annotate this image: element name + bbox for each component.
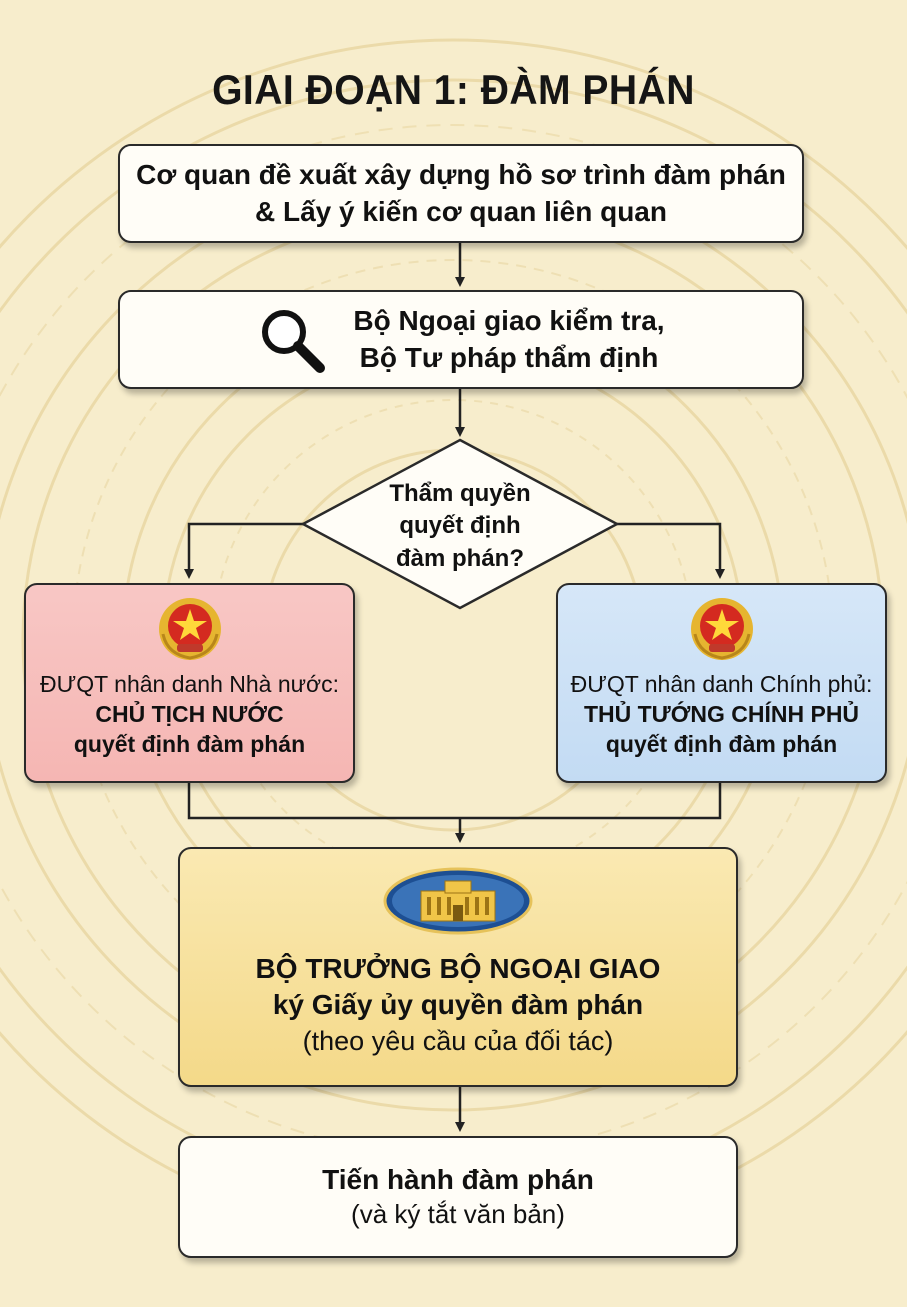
step-negotiate-line1: Tiến hành đàm phán: [322, 1163, 594, 1195]
branch-state-line2: CHỦ TỊCH NƯỚC: [95, 701, 284, 728]
decision-label: Thẩm quyền quyết định đàm phán?: [360, 478, 560, 575]
branch-government-line1: ĐƯQT nhân danh Chính phủ:: [570, 671, 873, 698]
step-review-line1: Bộ Ngoại giao kiểm tra,: [353, 305, 665, 337]
step-negotiate-line2: (và ký tắt văn bản): [351, 1199, 565, 1230]
ministry-building-icon: [383, 867, 533, 935]
decision-line1: Thẩm quyền: [389, 480, 531, 507]
branch-government-line3: quyết định đàm phán: [605, 730, 838, 757]
decision-line3: đàm phán?: [395, 544, 524, 572]
branch-state-line1: ĐƯQT nhân danh Nhà nước:: [39, 671, 340, 698]
step-propose-line1: Cơ quan đề xuất xây dựng hồ sơ trình đàm…: [136, 159, 786, 191]
branch-government-line2: THỦ TƯỚNG CHÍNH PHỦ: [583, 701, 860, 728]
national-emblem-icon: [158, 598, 221, 661]
step-minister: BỘ TRƯỞNG BỘ NGOẠI GIAO ký Giấy ủy quyền…: [178, 847, 738, 1087]
page-title: GIAI ĐOẠN 1: ĐÀM PHÁN: [212, 66, 695, 113]
search-icon: [262, 309, 326, 373]
national-emblem-icon: [690, 598, 753, 661]
step-minister-line1: BỘ TRƯỞNG BỘ NGOẠI GIAO: [255, 953, 661, 985]
branch-state: ĐƯQT nhân danh Nhà nước: CHỦ TỊCH NƯỚC q…: [24, 583, 355, 783]
step-minister-line2: ký Giấy ủy quyền đàm phán: [272, 989, 644, 1021]
step-propose: Cơ quan đề xuất xây dựng hồ sơ trình đàm…: [118, 144, 804, 243]
branch-government: ĐƯQT nhân danh Chính phủ: THỦ TƯỚNG CHÍN…: [556, 583, 887, 783]
branch-state-line3: quyết định đàm phán: [73, 730, 306, 757]
decision-line2: quyết định: [399, 512, 521, 540]
step-negotiate: Tiến hành đàm phán (và ký tắt văn bản): [178, 1136, 738, 1258]
step-review-line2: Bộ Tư pháp thẩm định: [359, 341, 659, 373]
step-minister-line3: (theo yêu cầu của đối tác): [302, 1025, 614, 1056]
step-review: Bộ Ngoại giao kiểm tra, Bộ Tư pháp thẩm …: [118, 290, 804, 389]
step-propose-line2: & Lấy ý kiến cơ quan liên quan: [254, 195, 667, 227]
